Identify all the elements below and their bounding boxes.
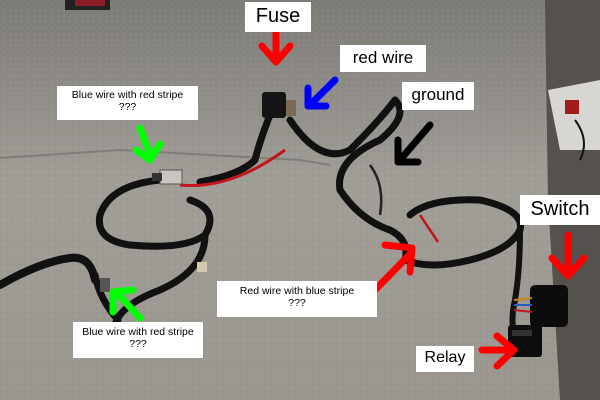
blue-wire-bottom-label-line1: Blue wire with red stripe [82,326,194,338]
red-wire-arrow [304,76,339,110]
relay-label: Relay [416,346,474,372]
blue-wire-bottom-arrow [109,286,144,322]
harness-left-loop [91,176,214,329]
fuse-holder [262,92,296,118]
blue-wire-top-label-line1: Blue wire with red stripe [71,89,184,101]
blue-wire-top-label: Blue wire with red stripe ??? [57,86,198,120]
ground-arrow [394,121,434,166]
blue-wire-top-arrow [132,124,164,164]
ground-wire [368,164,383,216]
fuse-arrow [258,28,294,66]
left-wire [0,253,99,289]
red-blue-wire-label-line2: ??? [288,297,306,310]
relay-arrow [478,332,518,370]
switch-arrow [548,231,588,280]
blue-wire-connector-top [152,169,183,185]
ground-label: ground [402,82,474,110]
red-blue-wire-arrow [371,241,416,294]
switch-unit [513,285,568,327]
blue-wire-bottom-label: Blue wire with red stripe ??? [73,322,203,358]
red-wire [179,148,286,188]
harness-fuse-branch [196,96,399,186]
blue-wire-top-label-line2: ??? [118,101,137,114]
corner-object [65,0,110,10]
carpet-seam [0,148,331,166]
blue-wire-bottom-label-line2: ??? [129,338,147,351]
blue-wire-connector-bottom [100,278,110,292]
fuse-label: Fuse [245,2,311,32]
red-wire-label: red wire [340,45,426,72]
red-blue-wire-label: Red wire with blue stripe ??? [217,281,377,317]
switch-label: Switch [520,195,600,225]
red-blue-wire-label-line1: Red wire with blue stripe [239,285,355,297]
